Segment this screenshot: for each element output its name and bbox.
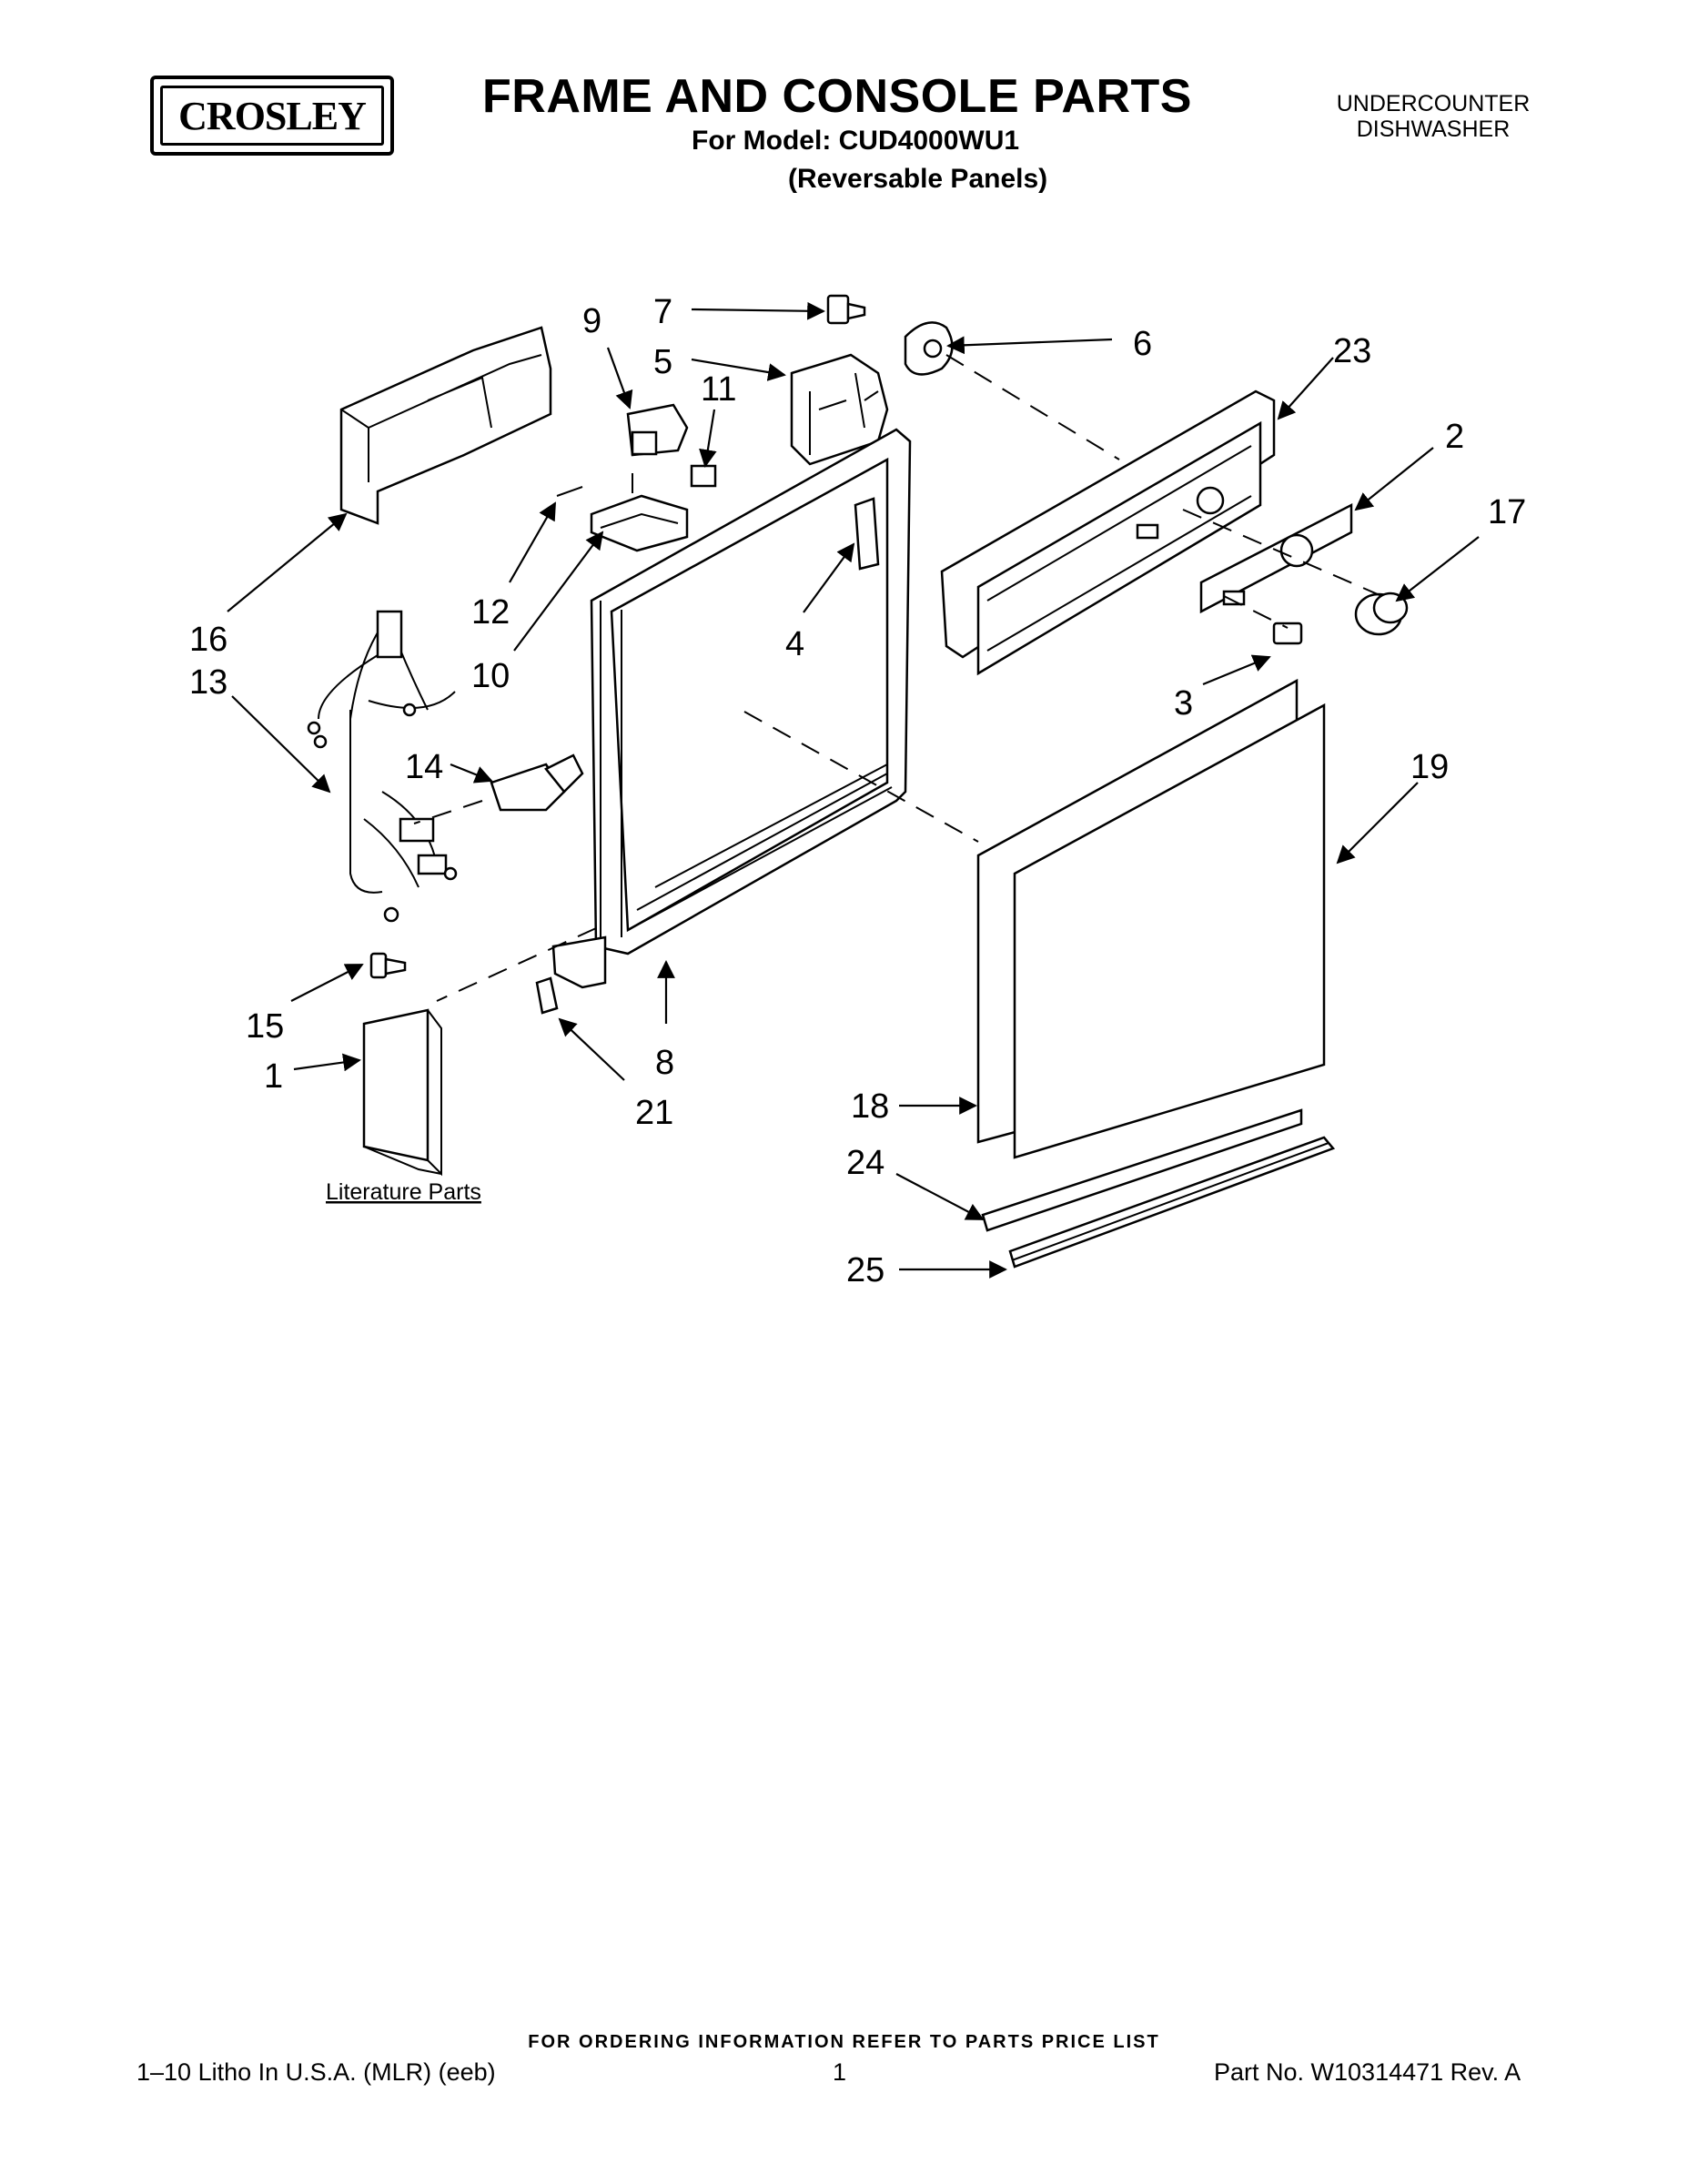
ordering-info: FOR ORDERING INFORMATION REFER TO PARTS … xyxy=(528,2032,1160,2052)
part-6-cam xyxy=(904,321,954,376)
product-type-line2: DISHWASHER xyxy=(1356,116,1511,142)
callout-25: 25 xyxy=(846,1251,884,1289)
part-19-door-panel xyxy=(1013,703,1326,1159)
leader-lines xyxy=(227,301,1480,1279)
callout-24: 24 xyxy=(846,1144,884,1182)
callout-14: 14 xyxy=(405,748,443,786)
callout-15: 15 xyxy=(246,1007,284,1046)
callout-7: 7 xyxy=(653,293,672,331)
assembly-lines xyxy=(413,354,1393,1002)
literature-parts-label: Literature Parts xyxy=(326,1179,481,1205)
callout-10: 10 xyxy=(471,657,510,695)
model-variant: (Reversable Panels) xyxy=(788,164,1048,194)
product-type-line1: UNDERCOUNTER xyxy=(1336,91,1531,116)
brand-logo-text: CROSLEY xyxy=(160,86,384,146)
part-2-control-panel xyxy=(1199,502,1353,614)
product-type: UNDERCOUNTER DISHWASHER xyxy=(1324,91,1542,142)
callout-4: 4 xyxy=(785,625,804,663)
callout-16: 16 xyxy=(189,621,227,659)
page-number: 1 xyxy=(833,2058,847,2086)
part-3-button xyxy=(1272,622,1303,645)
part-11-switch-clip xyxy=(690,464,717,488)
callout-11: 11 xyxy=(701,370,736,409)
callout-21: 21 xyxy=(635,1094,673,1132)
part-23-console xyxy=(940,389,1276,676)
callout-19: 19 xyxy=(1410,748,1449,786)
part-8-door-frame xyxy=(551,428,912,989)
part-5-latch xyxy=(790,353,889,466)
brand-logo: CROSLEY xyxy=(150,76,394,156)
callout-17: 17 xyxy=(1488,493,1526,531)
callout-9: 9 xyxy=(582,302,601,340)
page-title: FRAME AND CONSOLE PARTS xyxy=(482,70,1192,123)
callout-numbers: 16 13 14 15 1 9 11 12 10 7 5 6 4 8 21 23… xyxy=(189,293,1526,1289)
part-24-trim xyxy=(981,1108,1303,1232)
callout-5: 5 xyxy=(653,343,672,381)
callout-13: 13 xyxy=(189,663,227,702)
callout-8: 8 xyxy=(655,1044,674,1082)
callout-2: 2 xyxy=(1445,418,1464,456)
litho-line: 1–10 Litho In U.S.A. (MLR) (eeb) xyxy=(136,2058,496,2086)
part-14-connector xyxy=(490,753,584,812)
part-25-toe-strip xyxy=(1008,1136,1336,1269)
part-7-screw xyxy=(826,294,866,325)
part-16-cover xyxy=(339,326,552,525)
callout-6: 6 xyxy=(1133,325,1152,363)
part-21-clip xyxy=(535,976,559,1015)
part-15-screw xyxy=(369,952,407,979)
callout-12: 12 xyxy=(471,593,510,632)
part-1-literature xyxy=(362,1008,442,1177)
callout-18: 18 xyxy=(851,1087,889,1126)
document-part-number: Part No. W10314471 Rev. A xyxy=(1214,2058,1521,2086)
callout-1: 1 xyxy=(264,1057,283,1096)
part-12-strip xyxy=(556,486,583,497)
part-13-wire-harness xyxy=(307,610,458,923)
part-9-switch xyxy=(626,403,689,457)
exploded-parts-diagram: 16 13 14 15 1 9 11 12 10 7 5 6 4 8 21 23… xyxy=(189,293,1526,1289)
callout-23: 23 xyxy=(1333,332,1371,370)
part-4-bracket xyxy=(854,497,880,571)
part-10-bracket xyxy=(590,494,689,552)
model-number: For Model: CUD4000WU1 xyxy=(692,126,1020,156)
callout-3: 3 xyxy=(1174,684,1193,723)
